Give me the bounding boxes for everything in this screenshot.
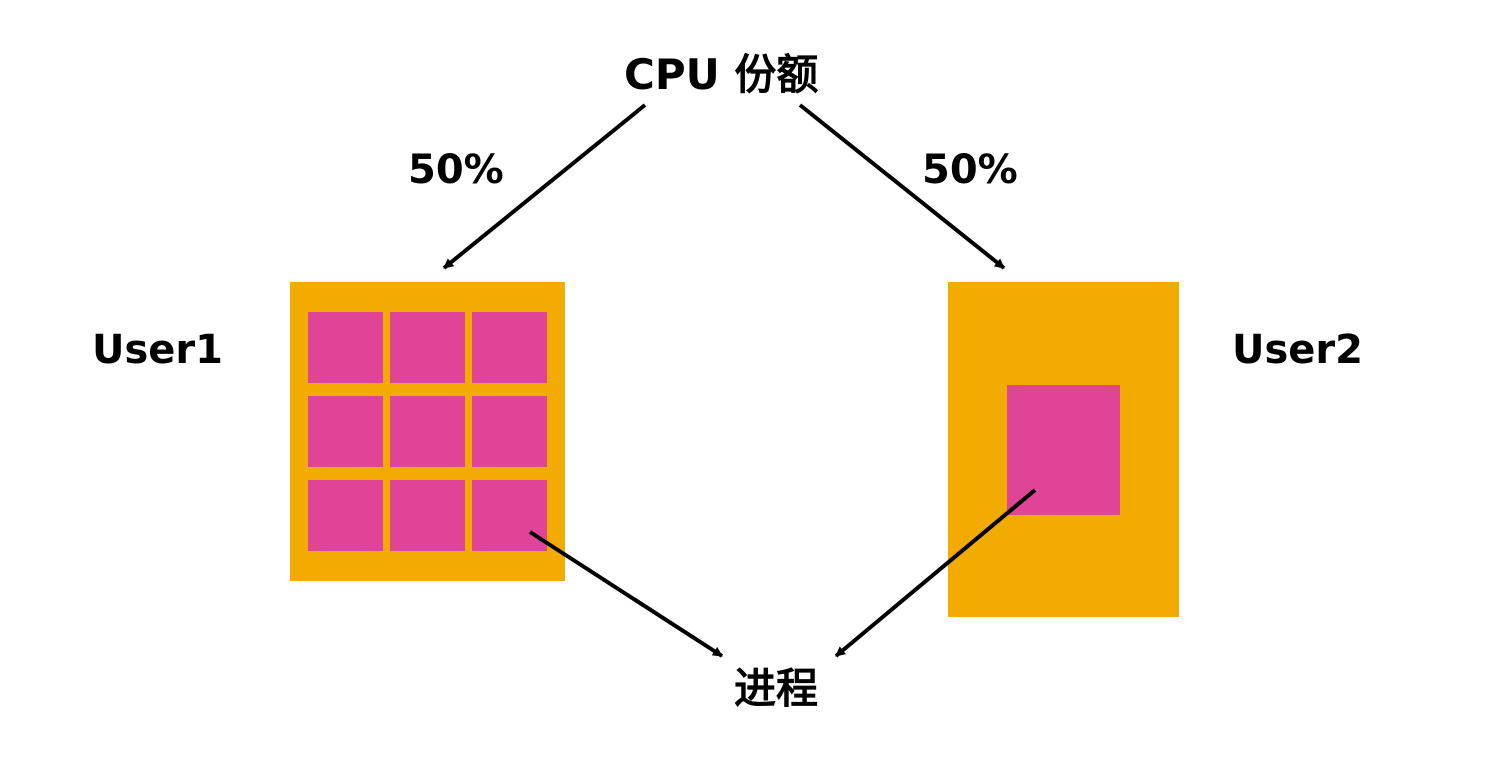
- cpu-share-title: CPU 份额: [624, 50, 819, 99]
- arrow-user2-to-process: [834, 488, 1037, 658]
- arrow-cpu-to-user2: [798, 103, 1006, 270]
- user1-process-block: [308, 480, 383, 551]
- arrow-user1-to-process: [528, 530, 724, 658]
- user1-process-block: [308, 312, 383, 383]
- user1-process-block: [390, 312, 465, 383]
- user1-process-block: [472, 396, 547, 467]
- user2-process-block: [1007, 385, 1120, 515]
- user2-label: User2: [1232, 327, 1363, 373]
- user1-process-block: [472, 312, 547, 383]
- user1-process-block: [472, 480, 547, 551]
- process-label: 进程: [734, 664, 819, 713]
- user1-process-block: [390, 396, 465, 467]
- share-label-user1: 50%: [408, 147, 504, 193]
- user1-process-block: [308, 396, 383, 467]
- share-label-user2: 50%: [922, 147, 1018, 193]
- user1-process-block: [390, 480, 465, 551]
- user1-label: User1: [92, 327, 223, 373]
- arrow-cpu-to-user1: [442, 103, 647, 270]
